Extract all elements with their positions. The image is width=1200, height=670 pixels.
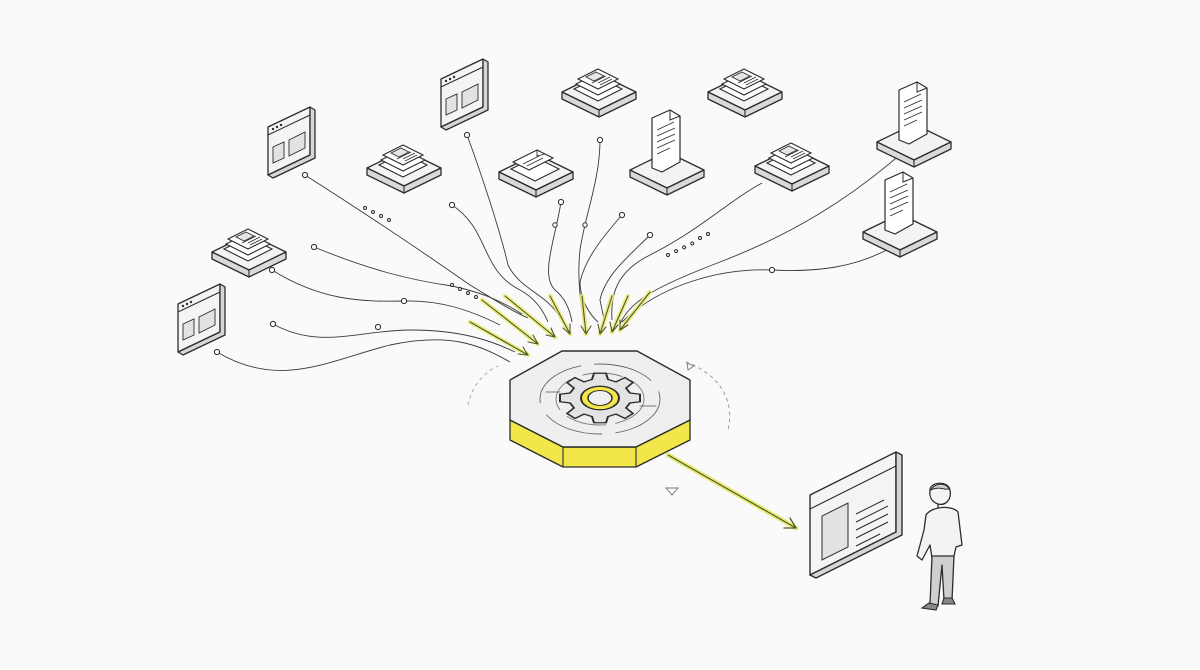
document-icon — [630, 110, 704, 195]
newspaper-icon — [367, 145, 441, 193]
browser-window-icon — [177, 283, 226, 356]
gear-icon — [559, 372, 641, 424]
newspaper-icon — [562, 69, 636, 117]
document-icon — [877, 82, 951, 167]
newspaper-icon — [708, 69, 782, 117]
document-icon — [863, 172, 937, 257]
browser-window-icon — [267, 106, 316, 179]
person-icon — [916, 482, 963, 611]
output-arrow — [665, 452, 799, 531]
input-arrows — [467, 289, 653, 358]
browser-window-icon — [440, 58, 489, 131]
source-icons — [177, 58, 951, 356]
connector-wires — [213, 131, 912, 371]
newspaper-icon — [755, 143, 829, 191]
processor-platform — [467, 350, 731, 496]
letter-icon — [499, 150, 573, 197]
output-browser-window — [809, 451, 903, 579]
